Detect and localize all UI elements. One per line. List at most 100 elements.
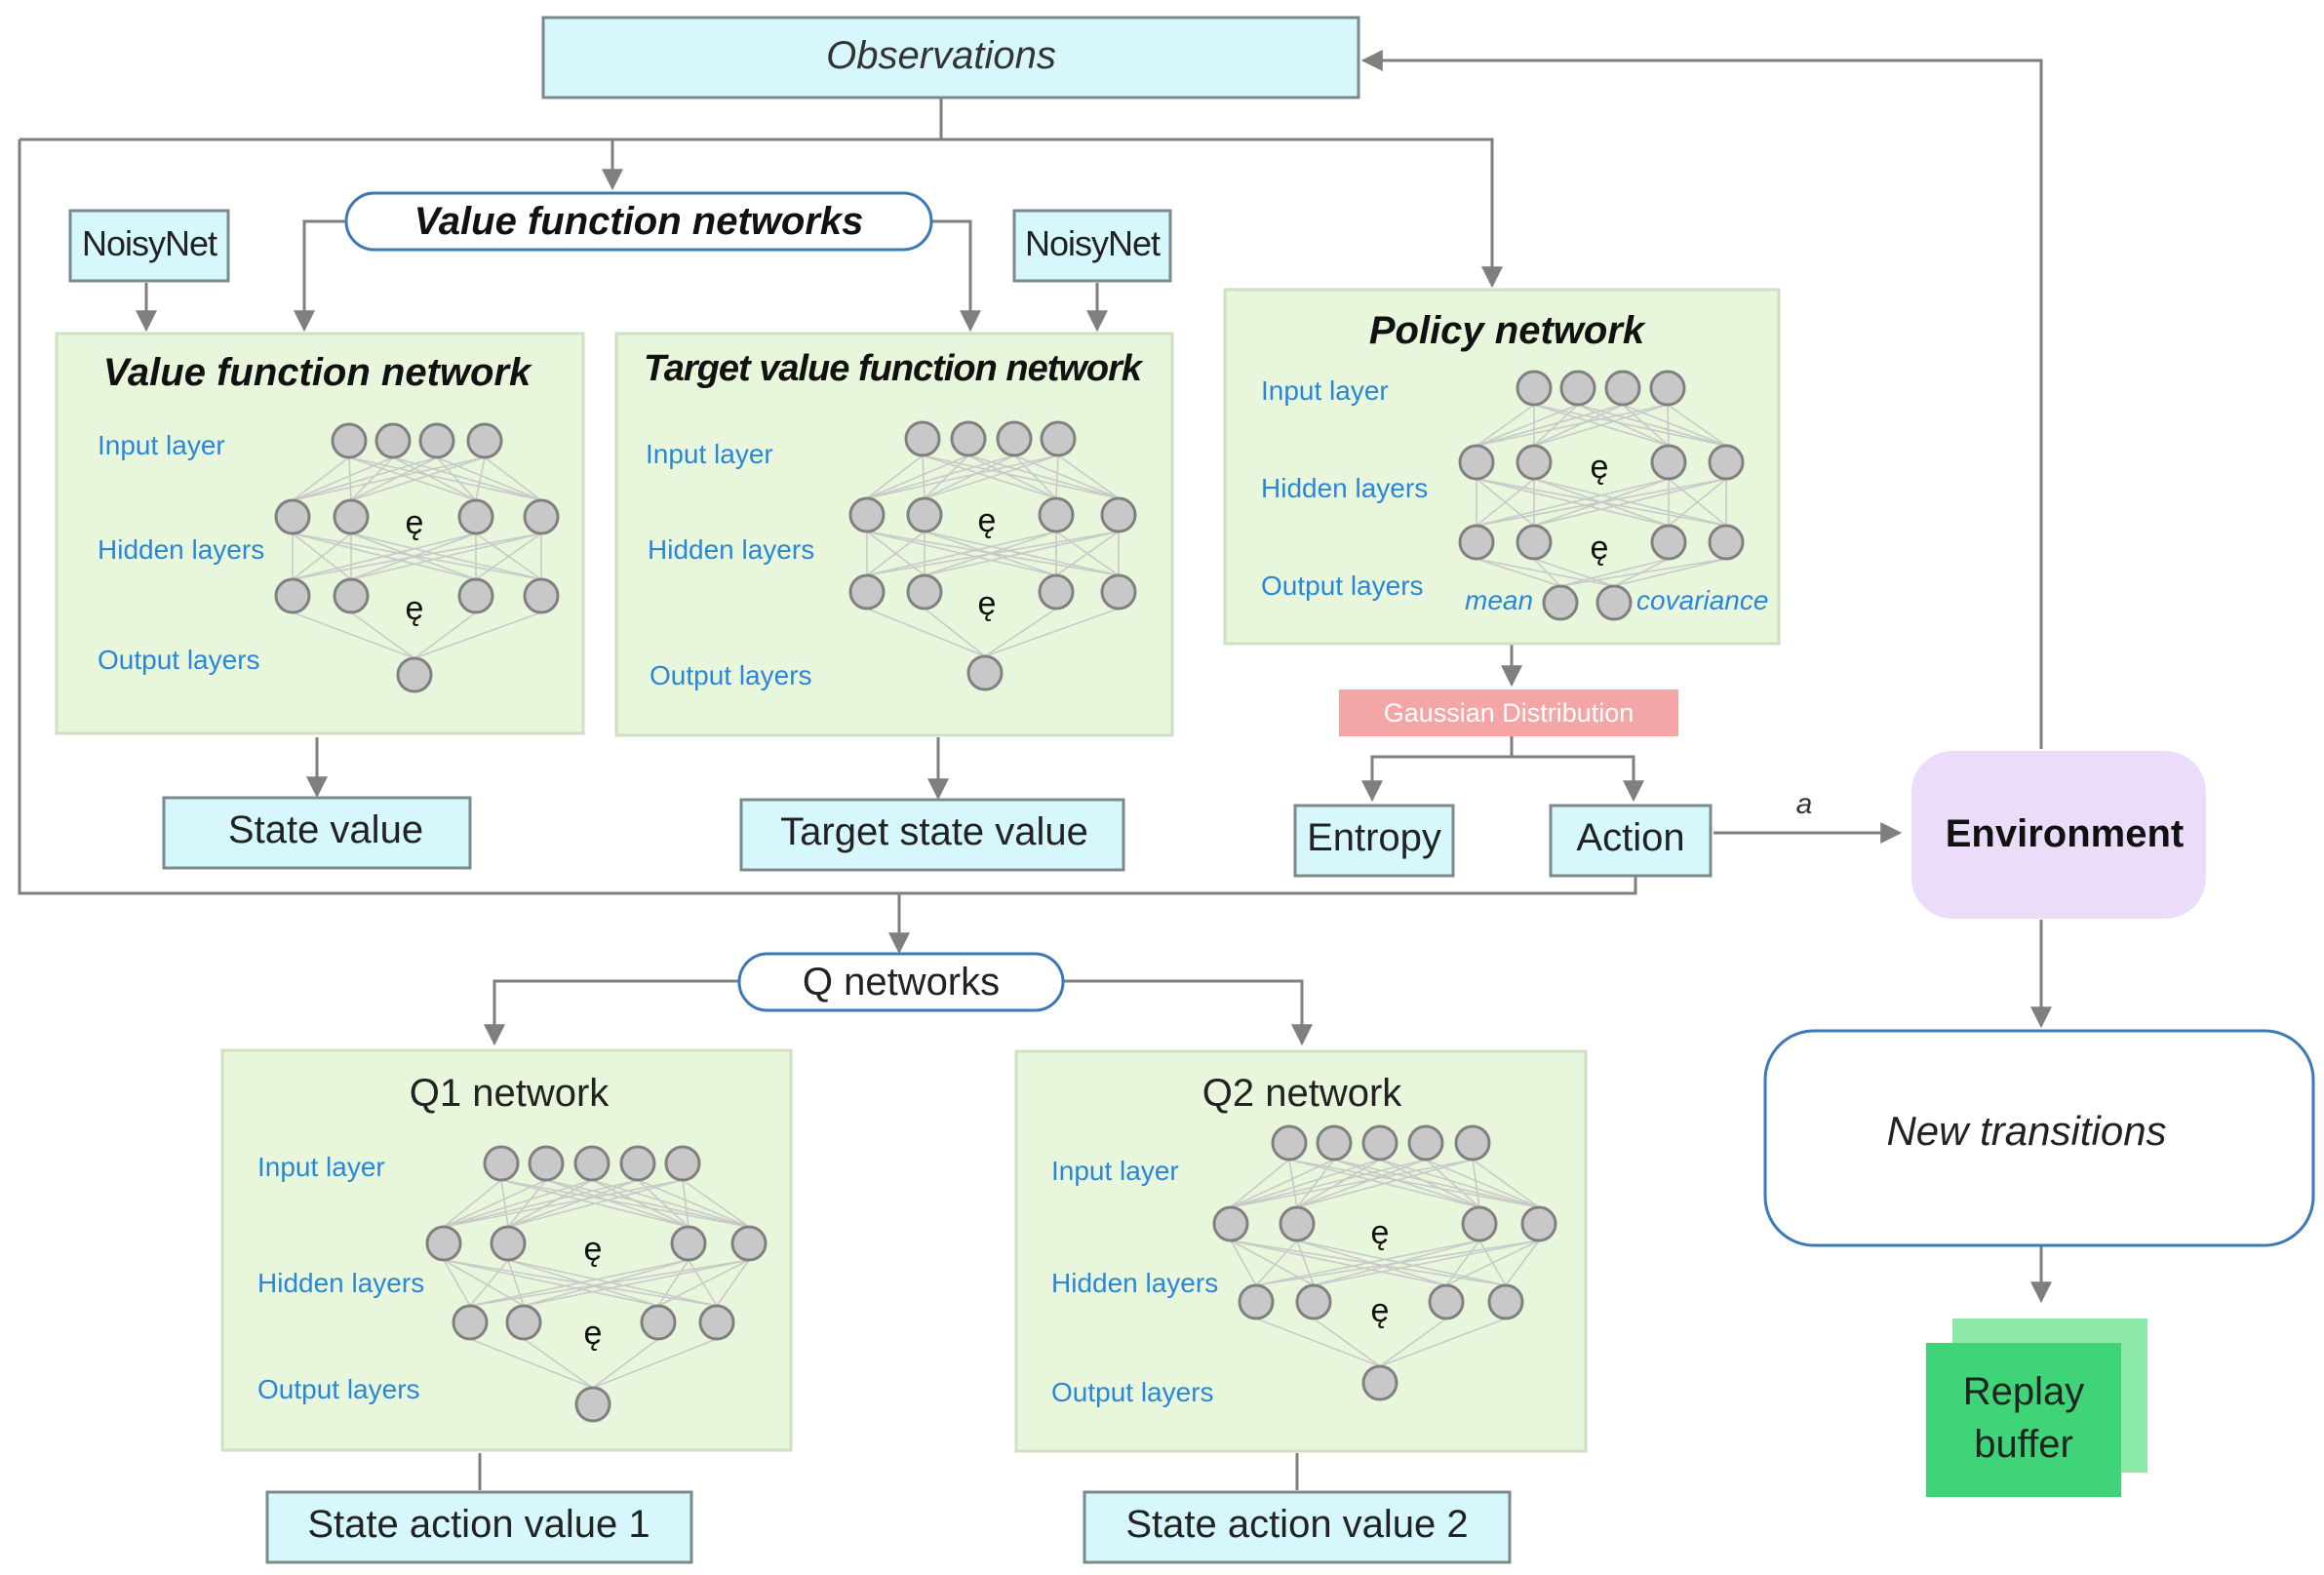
nn-connection: [924, 454, 969, 499]
observations-box: Observations: [541, 16, 1360, 99]
nn-connection: [1505, 1240, 1540, 1286]
nn-connection: [292, 532, 477, 580]
gaussian-distribution-label: Gaussian Distribution: [1384, 698, 1635, 728]
q1-output-layers-label: Output layers: [257, 1374, 420, 1404]
nn-connection: [1230, 1159, 1335, 1208]
neuron: [457, 577, 494, 614]
nn-connection: [507, 1179, 593, 1228]
target-state-value-box: Target state value: [739, 798, 1125, 872]
neuron: [1212, 1205, 1249, 1242]
neuron: [698, 1304, 735, 1341]
nn-connection: [443, 1179, 639, 1228]
nn-connection: [716, 1259, 750, 1307]
vfn-ellipsis-2: ę: [406, 590, 424, 627]
policy-ellipsis-1: ę: [1591, 449, 1609, 486]
nn-connection: [469, 1259, 509, 1307]
neuron: [1038, 496, 1075, 533]
nn-connection: [592, 1338, 718, 1389]
nn-connection: [469, 1259, 689, 1307]
state-action-value-1-label: State action value 1: [307, 1503, 650, 1546]
gaussian-split-right: [1512, 755, 1644, 803]
neuron: [457, 498, 494, 535]
q2-output-layers-label: Output layers: [1051, 1377, 1214, 1407]
vfn-hidden-layers-label: Hidden layers: [98, 534, 264, 565]
nn-connection: [1255, 1240, 1540, 1286]
neuron: [490, 1225, 527, 1262]
nn-connection: [292, 532, 542, 580]
action-box: Action: [1549, 804, 1713, 878]
neuron: [1595, 584, 1633, 621]
neuron: [1542, 584, 1579, 621]
neuron: [1038, 573, 1075, 610]
nn-connection: [984, 608, 1120, 657]
neuron: [966, 654, 1004, 691]
noisynet-right-label: NoisyNet: [1025, 223, 1161, 263]
nn-connection: [350, 456, 486, 501]
replay-buffer-label-line2: buffer: [1974, 1423, 2073, 1466]
policy-input-layer-label: Input layer: [1261, 375, 1389, 406]
nn-connection: [1313, 1240, 1540, 1286]
nn-connection: [1559, 558, 1670, 587]
nn-connection: [924, 454, 1059, 499]
nn-connection: [682, 1179, 689, 1228]
neuron: [1461, 1205, 1498, 1242]
q1-input-layer-label: Input layer: [257, 1152, 385, 1182]
neuron: [730, 1225, 768, 1262]
neuron: [904, 420, 941, 457]
environment-box: Environment: [1911, 751, 2206, 919]
nn-connection: [657, 1259, 689, 1307]
neuron: [374, 422, 412, 459]
policy-output-layers-label: Output layers: [1261, 571, 1424, 601]
nn-connection: [866, 454, 1015, 499]
nn-connection: [1445, 1240, 1540, 1286]
tvfn-ellipsis-2: ę: [978, 585, 997, 622]
nn-connection: [1476, 404, 1535, 447]
target-value-function-network: Target value function network Input laye…: [614, 332, 1174, 737]
nn-connection: [545, 1179, 750, 1228]
nn-connection: [967, 454, 1057, 499]
nn-connection: [1472, 1159, 1540, 1208]
neuron: [1361, 1124, 1398, 1162]
state-action-value-2-label: State action value 2: [1125, 1503, 1468, 1546]
nn-connection: [984, 608, 1057, 657]
neuron: [1100, 573, 1137, 610]
neuron: [1040, 420, 1077, 457]
replay-buffer-label-line1: Replay: [1963, 1370, 2085, 1413]
neuron: [425, 1225, 462, 1262]
neuron: [528, 1145, 565, 1182]
neuron: [1454, 1124, 1491, 1162]
neuron: [996, 420, 1033, 457]
q2-input-layer-label: Input layer: [1051, 1156, 1179, 1186]
vfn-neural-net: [274, 422, 560, 693]
nn-connection: [924, 454, 1015, 499]
noisynet-left-box: NoisyNet: [68, 209, 230, 283]
nn-connection: [866, 531, 1057, 576]
nn-connection: [443, 1179, 547, 1228]
nn-connection: [1577, 404, 1727, 447]
nn-connection: [1296, 1159, 1427, 1208]
nn-connection: [1333, 1159, 1480, 1208]
nn-connection: [1255, 1240, 1480, 1286]
neuron: [664, 1145, 701, 1182]
nn-connection: [507, 1179, 639, 1228]
nn-connection: [1230, 1159, 1474, 1208]
tvfn-neural-net: [848, 420, 1137, 691]
neuron: [1238, 1283, 1275, 1320]
nn-connection: [1476, 478, 1727, 527]
nn-connection: [292, 456, 486, 501]
q-networks-pill: Q networks: [737, 952, 1065, 1012]
neuron: [1458, 444, 1495, 481]
tvfn-input-layer-label: Input layer: [646, 439, 773, 469]
nn-connection: [1379, 1318, 1447, 1367]
value-function-networks-label: Value function networks: [414, 200, 864, 243]
value-function-network: Value function network Input layer Hidde…: [55, 332, 585, 735]
vfn-output-layers-label: Output layers: [98, 645, 260, 675]
nn-connection: [1533, 478, 1727, 527]
neuron: [1100, 496, 1137, 533]
nn-connection: [443, 1179, 684, 1228]
nn-connection: [350, 532, 542, 580]
nn-connection: [1230, 1240, 1447, 1286]
tvfn-output-layers-label: Output layers: [650, 660, 812, 690]
neuron: [331, 422, 368, 459]
nn-connection: [1476, 558, 1561, 587]
